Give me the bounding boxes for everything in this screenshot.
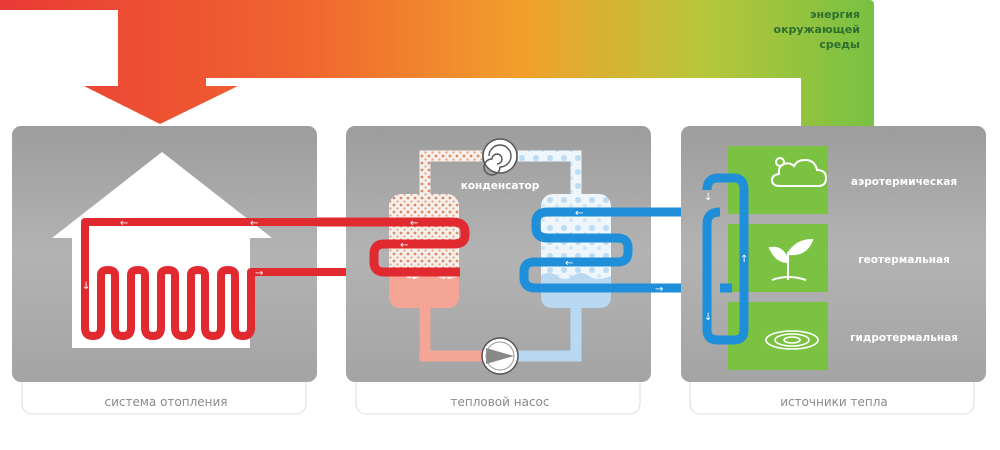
sources-caption: источники тепла (780, 395, 888, 409)
cold-gas-pipe (518, 150, 582, 195)
flow-arrow-icon: ↓ (704, 192, 712, 203)
flow-arrow-icon: → (655, 284, 663, 295)
flow-arrow-icon: ← (400, 240, 408, 251)
heating-circuit-pipe (81, 218, 385, 340)
flow-arrow-icon: ← (410, 218, 418, 229)
source-label-geothermal: геотермальная (858, 254, 950, 266)
cloud-icon (770, 157, 828, 187)
flow-arrow-icon: ← (575, 208, 583, 219)
heating-system-panel: система отопления ← ← → → ↓ (12, 126, 385, 415)
compressor-fan-icon (482, 138, 518, 176)
expansion-valve-icon (481, 337, 519, 375)
source-label-hydrothermal: гидротермальная (850, 332, 958, 344)
flow-arrow-icon: → (255, 268, 263, 279)
water-ripple-icon (765, 330, 819, 350)
env-label-line-2: окружающей (774, 23, 860, 36)
env-label-line-1: энергия (810, 8, 860, 21)
environment-energy-label: энергия окружающей среды (774, 8, 861, 51)
flow-arrow-icon: ↑ (740, 254, 748, 265)
evaporator-coil-pipe (519, 207, 720, 293)
environment-energy-arrow (0, 0, 874, 126)
pump-caption: тепловой насос (451, 395, 550, 409)
hot-gas-pipe (419, 150, 482, 195)
heat-pump-panel: тепловой насос ← ← ← ← → конденсатор (317, 126, 720, 415)
source-loop-pipe (702, 173, 749, 345)
condenser-coil-pipe (317, 217, 470, 277)
source-label-aerothermal: аэротермическая (851, 176, 957, 188)
flow-arrow-icon: ← (565, 258, 573, 269)
liquid-pipe-hot (419, 300, 482, 362)
sprout-icon (768, 238, 814, 281)
flow-arrow-icon: ↓ (82, 281, 90, 292)
flow-arrow-icon: ↓ (704, 312, 712, 323)
condenser-label: конденсатор (461, 180, 540, 192)
env-label-line-3: среды (819, 38, 860, 51)
heat-sources-panel: источники тепла ↓ ↑ ↓ аэротермическая (681, 126, 986, 415)
flow-arrow-icon: ← (250, 218, 258, 229)
liquid-pipe-cold (518, 300, 582, 362)
heating-caption: система отопления (104, 395, 227, 409)
flow-arrow-icon: ← (120, 218, 128, 229)
